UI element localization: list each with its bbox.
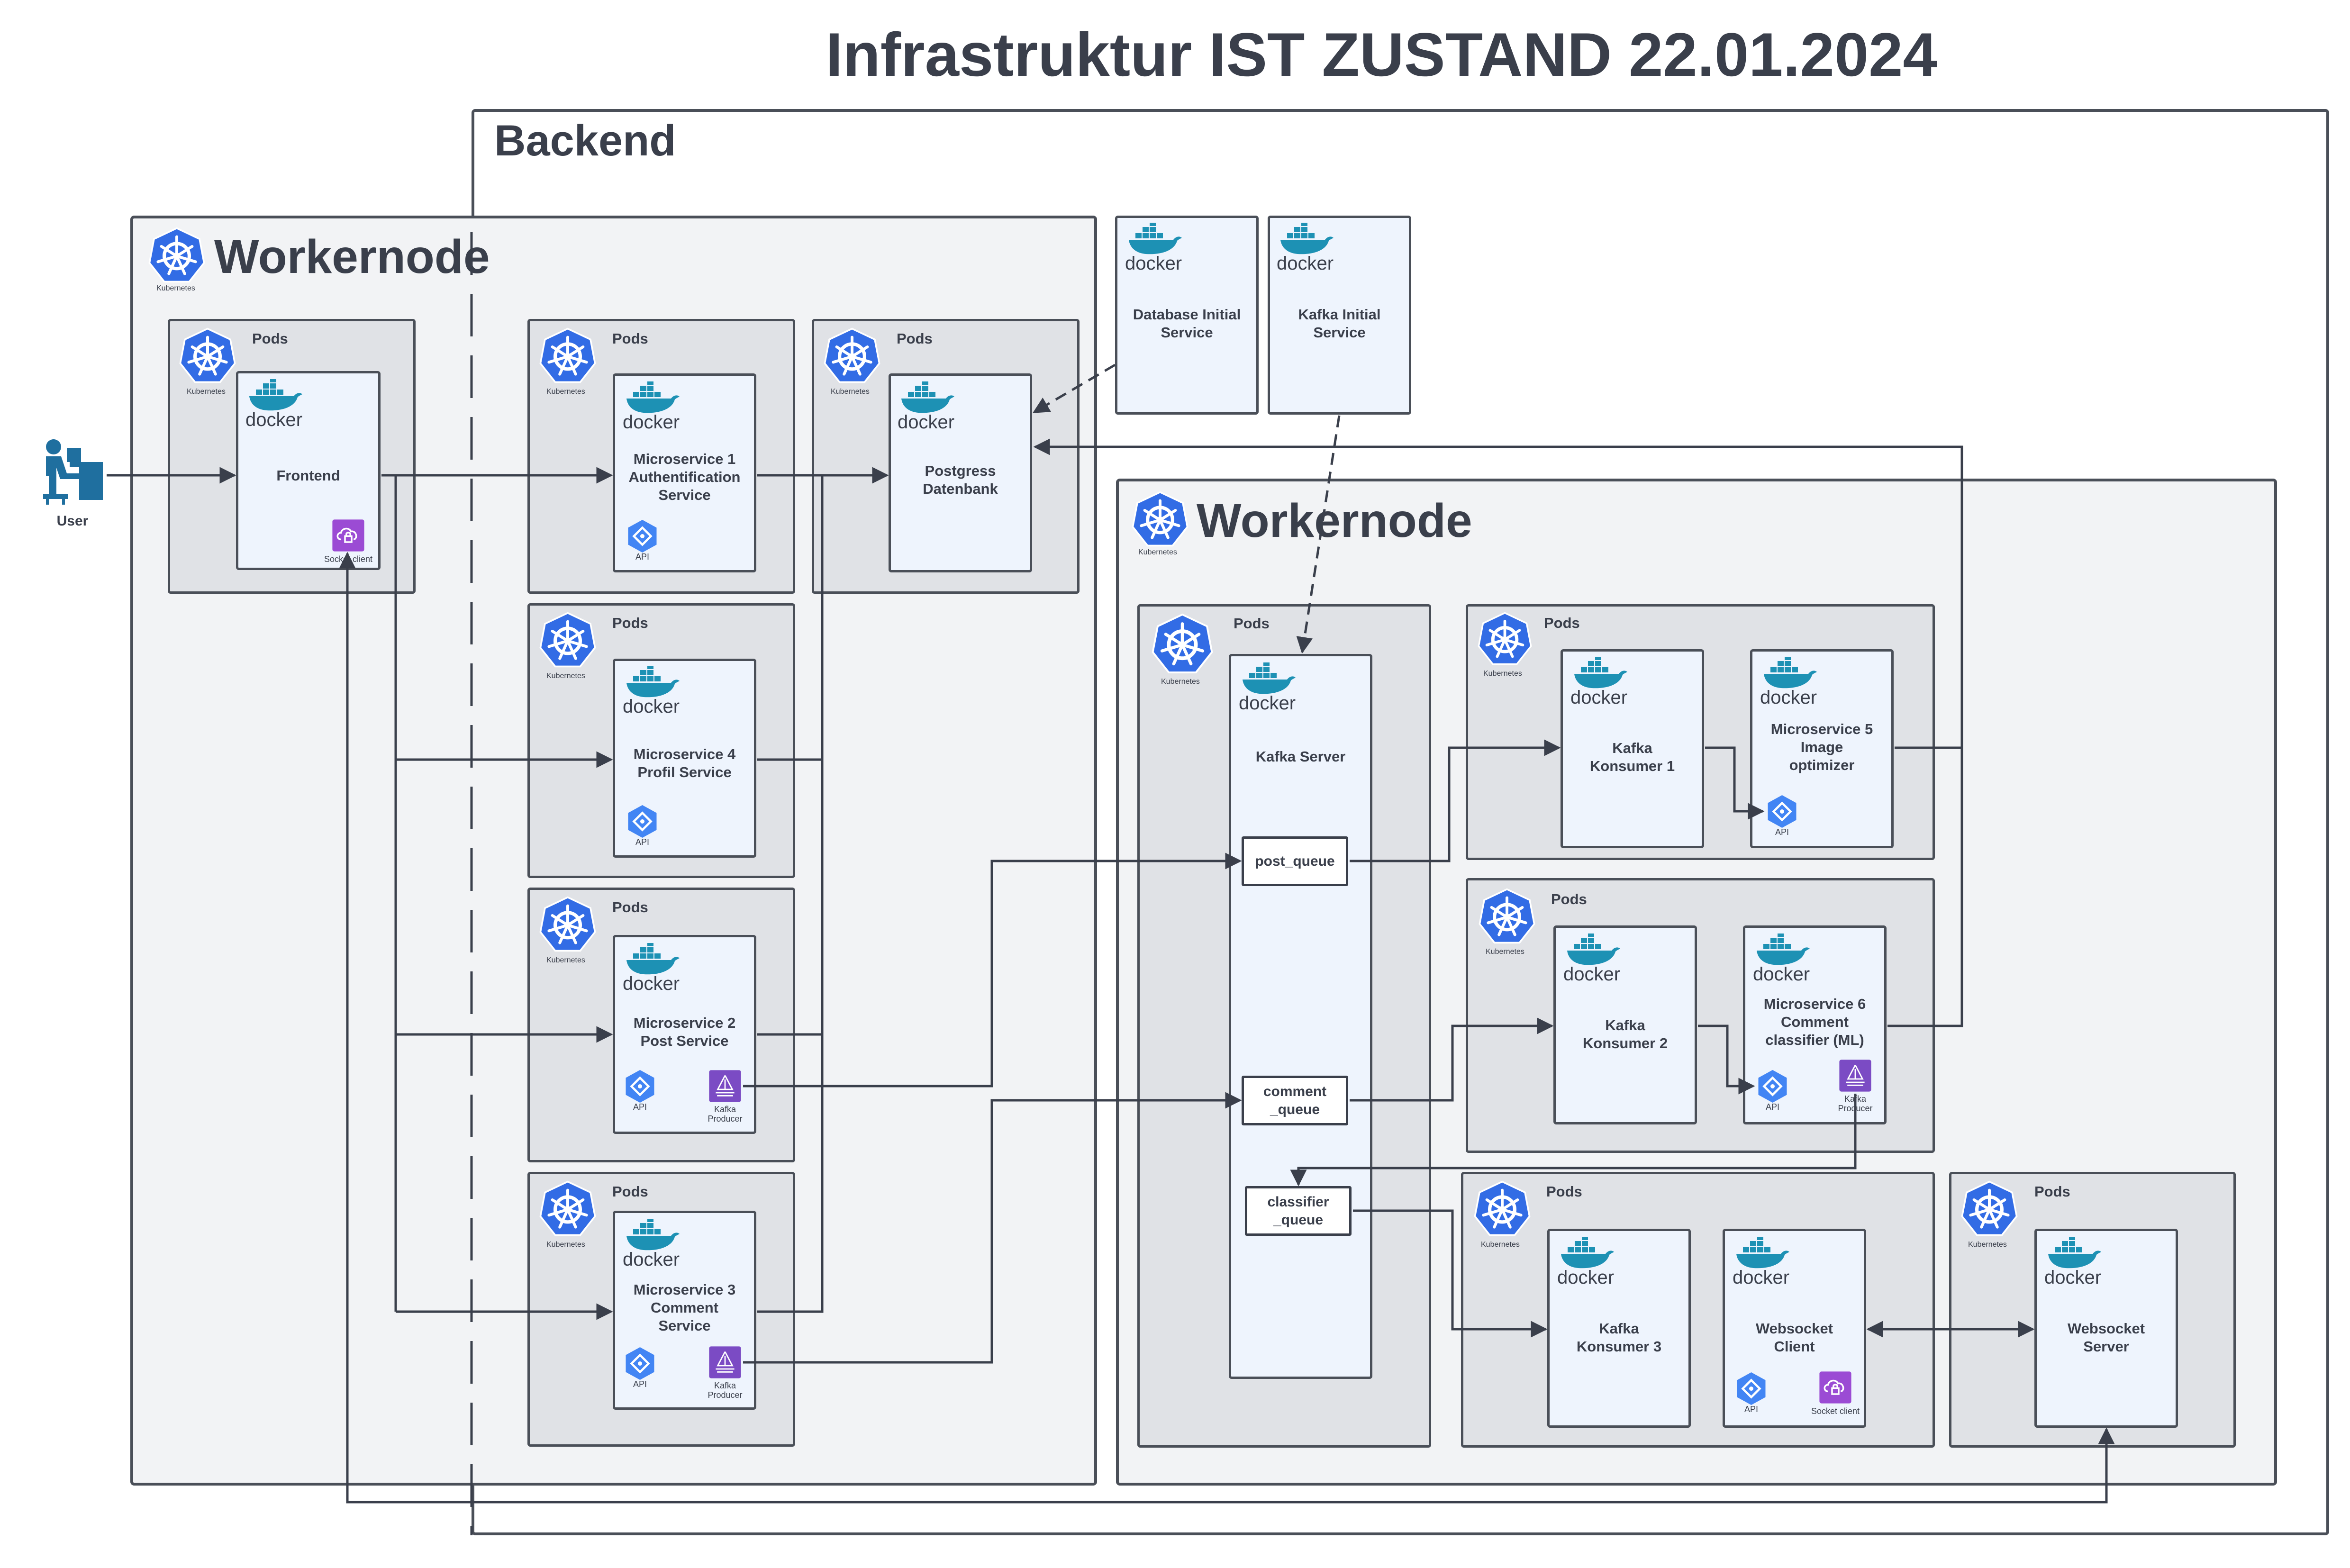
connector-commentqueue-k2 (1350, 1017, 1554, 1102)
connector-ms6-classifierqueue (1290, 1094, 1857, 1187)
docker-caption: docker (898, 412, 955, 433)
ms1-label: Microservice 1 Authentification Service (628, 451, 741, 503)
frontend-label: Frontend (276, 467, 340, 484)
connector-ms3-postgres (757, 1034, 824, 1313)
connector-classifierqueue-k3 (1353, 1209, 1548, 1338)
kubernetes-caption: Kubernetes (546, 388, 585, 396)
backend-label: Backend (494, 117, 676, 165)
kubernetes-caption: Kubernetes (156, 284, 195, 292)
pods-label: Pods (897, 330, 933, 347)
workernode-left-label: Workernode (214, 230, 490, 283)
workernode-right-label: Workernode (1197, 494, 1472, 547)
connector-kafkainit-kafkaserver (1296, 415, 1341, 654)
docker-caption: docker (623, 412, 680, 433)
connector-ms6-postgres (1887, 748, 1963, 1027)
database-initial-service-label: Database Initial Service (1133, 306, 1241, 341)
pods-label: Pods (612, 330, 648, 347)
connector-frontend-bus (381, 474, 397, 1312)
connector-ms2-postgres (757, 760, 824, 1036)
connector-ms2-postqueue (743, 852, 1242, 1088)
postgres-label: Postgress Datenbank (923, 462, 998, 497)
connector-wsserver-frontend (339, 552, 2115, 1504)
connector-dbinit-postgres (1032, 363, 1116, 414)
kubernetes-caption: Kubernetes (187, 388, 226, 396)
kubernetes-caption: Kubernetes (831, 388, 870, 396)
connector-postqueue-k1 (1350, 739, 1561, 862)
pods-label: Pods (252, 330, 288, 347)
connector-k1-ms5 (1705, 746, 1765, 820)
docker-caption: docker (1125, 253, 1182, 274)
connector-ms5-postgres (1033, 438, 1963, 749)
connector-k2-ms6 (1698, 1024, 1755, 1095)
diagram-title: Infrastruktur IST ZUSTAND 22.01.2024 (826, 20, 1937, 89)
docker-caption: docker (1277, 253, 1334, 274)
kafka-initial-service-label: Kafka Initial Service (1298, 306, 1381, 341)
connector-ms3-commentqueue (743, 1092, 1242, 1364)
connector-ms4-postgres (757, 475, 824, 761)
user-label: User (56, 513, 89, 529)
docker-caption: docker (245, 409, 303, 430)
